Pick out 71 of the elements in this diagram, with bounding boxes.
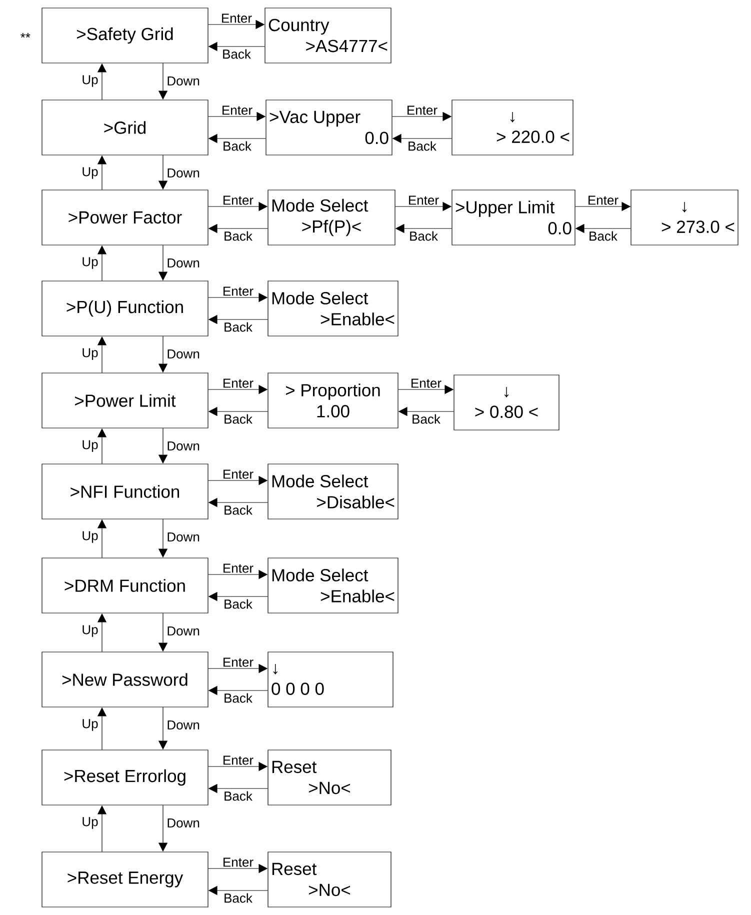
edge-label: Up — [81, 530, 99, 544]
display-box: Reset >No< — [268, 750, 392, 806]
menu-box: >DRM Function — [42, 558, 208, 614]
menu-box: >P(U) Function — [42, 280, 208, 336]
edge-label: Enter — [222, 195, 254, 206]
edge-label: Down — [166, 626, 200, 636]
display-box: Mode Select >Enable< — [268, 280, 398, 336]
edge-label: Enter — [220, 13, 253, 24]
display-box: >Upper Limit 0.0 — [452, 190, 576, 246]
menu-box: >Reset Energy — [42, 852, 208, 908]
display-box: ↓ > 0.80 < — [454, 374, 560, 430]
edge-label: Enter — [222, 286, 254, 296]
edge-label: Up — [81, 256, 99, 270]
menu-box: >Grid — [42, 100, 208, 156]
menu-box: >Power Factor — [42, 190, 208, 246]
edge-label: Back — [222, 140, 252, 152]
edge-label: Back — [588, 230, 618, 242]
edge-label: Down — [166, 258, 200, 268]
edge-label: Back — [408, 230, 438, 242]
edge-label: Up — [81, 74, 99, 88]
display-box: Mode Select >Pf(P)< — [268, 190, 396, 246]
menu-box: >Safety Grid — [42, 8, 208, 64]
menu-box: >Reset Errorlog — [42, 750, 208, 806]
edge-label: Enter — [220, 105, 254, 116]
edge-label: Down — [166, 168, 200, 178]
display-box: >Vac Upper 0.0 — [266, 100, 392, 156]
display-box: ↓ 0 0 0 0 — [268, 652, 394, 708]
edge-label: Back — [223, 692, 253, 704]
edge-label: Back — [223, 414, 253, 424]
edge-label: Enter — [586, 195, 620, 206]
edge-label: Back — [223, 790, 253, 802]
edge-label: Enter — [222, 857, 254, 868]
edge-label: Down — [166, 76, 200, 86]
edge-label: Up — [81, 816, 99, 830]
edge-label: Back — [222, 48, 252, 60]
display-box: Reset >No< — [268, 852, 392, 908]
edge-label: Down — [166, 440, 200, 452]
edge-label: Enter — [406, 105, 438, 116]
edge-label: Back — [223, 230, 253, 242]
edge-label: Enter — [222, 378, 254, 388]
display-box: ↓ > 273.0 < — [630, 190, 738, 246]
edge-label: Back — [223, 892, 253, 904]
footnote-mark: ** — [20, 33, 30, 38]
edge-label: Up — [81, 624, 99, 638]
display-box: > Proportion 1.00 — [268, 372, 398, 428]
display-box: ↓ > 220.0 < — [452, 100, 574, 156]
edge-label: Enter — [407, 195, 440, 206]
edge-label: Up — [81, 718, 99, 732]
display-box: Mode Select >Disable< — [268, 464, 398, 520]
menu-box: >NFI Function — [42, 464, 208, 520]
edge-label: Back — [407, 140, 437, 152]
edge-label: Back — [411, 414, 441, 424]
edge-label: Up — [81, 348, 99, 360]
edge-label: Down — [166, 532, 200, 542]
edge-label: Down — [166, 818, 200, 828]
edge-label: Enter — [222, 755, 254, 766]
edge-label: Enter — [222, 563, 254, 574]
edge-label: Enter — [222, 657, 254, 668]
display-box: Mode Select >Enable< — [268, 558, 398, 614]
edge-label: Up — [81, 440, 99, 452]
display-box: Country >AS4777< — [264, 8, 392, 64]
edge-label: Back — [223, 504, 253, 516]
edge-label: Back — [223, 598, 253, 610]
menu-box: >Power Limit — [42, 372, 208, 428]
edge-label: Down — [166, 348, 200, 360]
menu-box: >New Password — [42, 652, 208, 708]
edge-label: Down — [166, 720, 200, 730]
edge-label: Up — [81, 166, 99, 180]
edge-label: Enter — [410, 378, 442, 388]
edge-label: Enter — [222, 469, 254, 480]
edge-label: Back — [223, 322, 253, 332]
